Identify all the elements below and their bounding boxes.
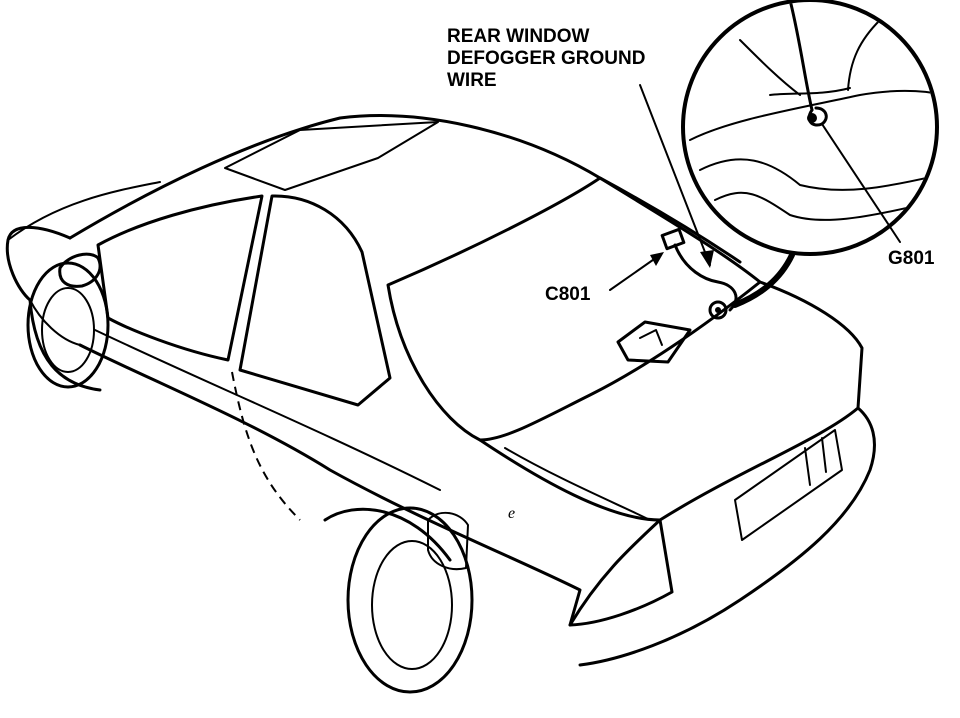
trunk-lid (478, 280, 864, 522)
connector-label: C801 (545, 284, 591, 305)
wire-title-line1: REAR WINDOW (447, 26, 590, 47)
leader-lines (609, 84, 901, 291)
fuel-door (427, 511, 469, 570)
rear-bumper (578, 406, 876, 667)
body-side (78, 343, 582, 627)
front-wheel (26, 261, 110, 392)
wire-title-line3: WIRE (447, 70, 497, 91)
rear-side-window (238, 194, 392, 407)
side-mirror (58, 252, 102, 288)
front-side-window (96, 194, 264, 362)
sunroof (224, 121, 439, 191)
brake-light (616, 320, 692, 364)
front-fender (7, 181, 161, 346)
roof-outline (68, 114, 742, 264)
ground-label: G801 (888, 248, 935, 269)
defogger-ground-wire (660, 227, 795, 320)
rear-windshield (386, 176, 762, 442)
tail-light (568, 518, 674, 627)
body-mark: e (508, 505, 515, 522)
c801-connector (660, 227, 686, 251)
car-illustration (5, 114, 876, 694)
wire-title-line2: DEFOGGER GROUND (447, 48, 645, 69)
g801-ground-bolt (708, 300, 728, 320)
license-plate-recess (734, 429, 843, 541)
detail-zoom-bubble (681, 0, 939, 256)
rear-wheel (323, 506, 474, 694)
